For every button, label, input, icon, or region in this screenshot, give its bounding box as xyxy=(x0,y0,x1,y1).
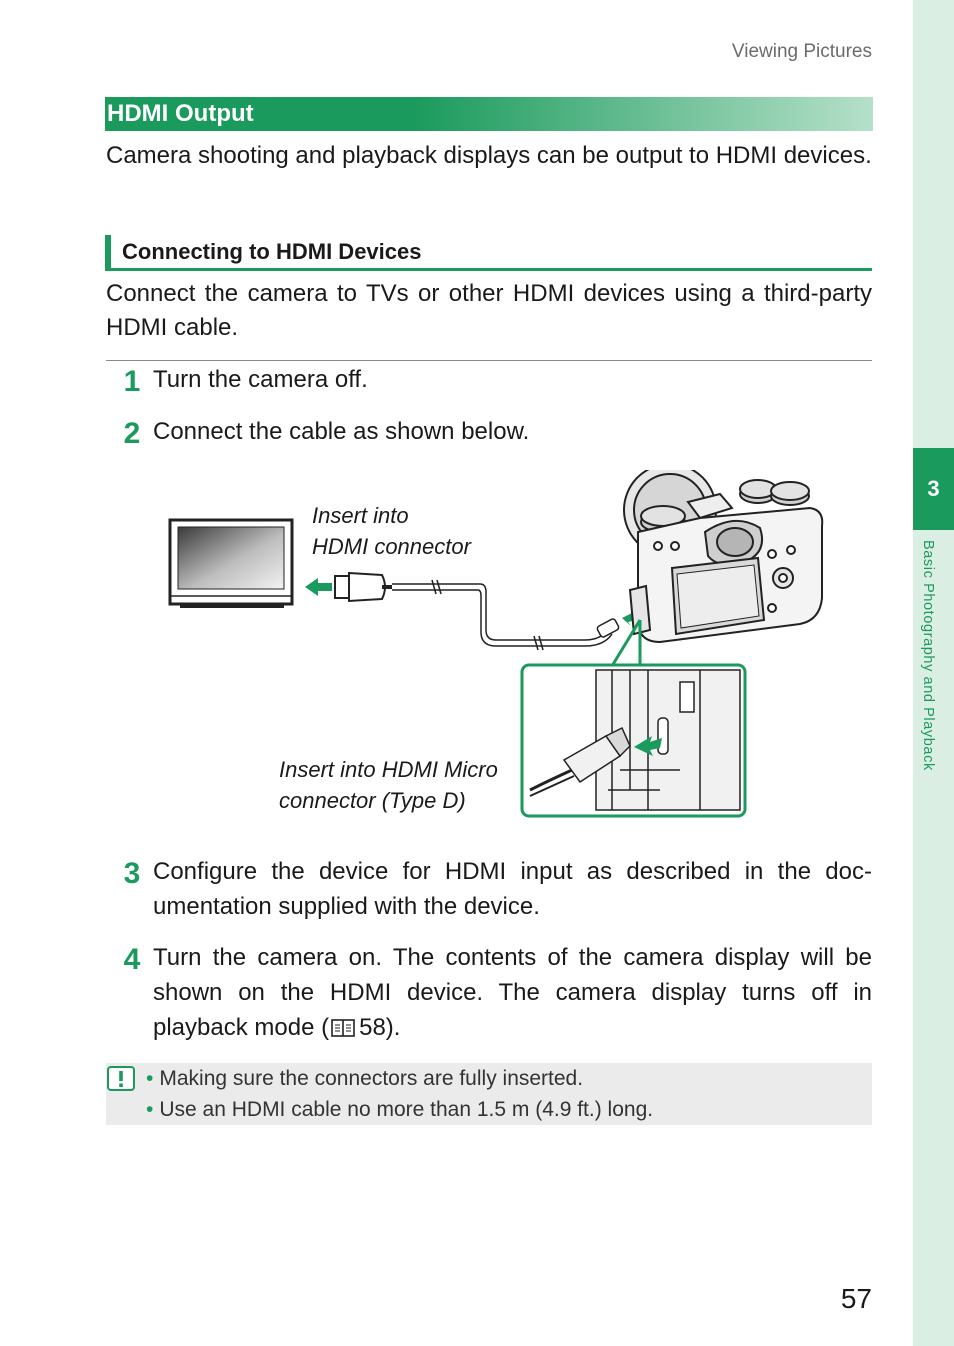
step-number: 1 xyxy=(123,365,141,398)
step-text: Configure the device for HDMI input as d… xyxy=(153,858,872,920)
section-intro: Camera shooting and playback displays ca… xyxy=(106,142,872,169)
subsection-heading: Connecting to HDMI Devices xyxy=(105,235,872,271)
page-reference-link[interactable]: 58 xyxy=(359,1014,386,1041)
caption-line: Insert into xyxy=(312,503,409,528)
step-text-part: Turn the camera on. The contents of the … xyxy=(153,944,872,1041)
hdmi-connection-illustration xyxy=(168,470,824,818)
note-text: Use an HDMI cable no more than 1.5 m (4.… xyxy=(159,1098,654,1121)
caption-line: connector (Type D) xyxy=(279,788,466,813)
bullet-icon: • xyxy=(146,1098,154,1121)
caption-line: HDMI connector xyxy=(312,534,471,559)
note-item: •Making sure the connectors are fully in… xyxy=(146,1063,653,1094)
note-item: •Use an HDMI cable no more than 1.5 m (4… xyxy=(146,1094,653,1125)
hdmi-plug-icon xyxy=(334,571,392,603)
caution-icon xyxy=(107,1066,135,1091)
subsection-title: Connecting to HDMI Devices xyxy=(122,239,422,264)
bullet-icon: • xyxy=(146,1067,154,1090)
divider xyxy=(106,360,872,361)
inset-micro-connector xyxy=(520,663,747,818)
step-number: 2 xyxy=(123,417,141,450)
page-number: 57 xyxy=(840,1283,872,1314)
note-text: Making sure the connectors are fully ins… xyxy=(159,1067,584,1090)
note-box xyxy=(106,1063,872,1125)
chapter-sidebar xyxy=(913,0,954,1346)
book-icon xyxy=(331,1019,355,1037)
insert-arrow-icon xyxy=(305,578,332,596)
chapter-label: Basic Photography and Playback xyxy=(920,540,936,771)
caption-line: Insert into HDMI Micro xyxy=(279,757,498,782)
step-text: Turn the camera off. xyxy=(153,366,368,393)
tv-icon xyxy=(168,518,294,608)
running-header: Viewing Pictures xyxy=(731,41,872,62)
hdmi-cable xyxy=(392,579,613,651)
step-number: 4 xyxy=(123,943,141,976)
section-heading: HDMI Output xyxy=(105,97,873,131)
caption-micro-connector: Insert into HDMI Micro connector (Type D… xyxy=(279,754,498,816)
step-text: Connect the cable as shown below. xyxy=(153,418,530,445)
step-text-part: ). xyxy=(385,1014,401,1041)
note-list: •Making sure the connectors are fully in… xyxy=(146,1063,653,1125)
step-text: Turn the camera on. The contents of the … xyxy=(153,940,872,1045)
chapter-tab[interactable]: 3 xyxy=(913,448,954,530)
caption-hdmi-connector: Insert into HDMI connector xyxy=(312,500,471,562)
section-title: HDMI Output xyxy=(107,100,254,127)
camera-icon xyxy=(623,470,824,644)
subsection-intro: Connect the camera to TVs or other HDMI … xyxy=(106,280,872,341)
callout-lines xyxy=(610,619,642,667)
step-number: 3 xyxy=(123,857,141,890)
